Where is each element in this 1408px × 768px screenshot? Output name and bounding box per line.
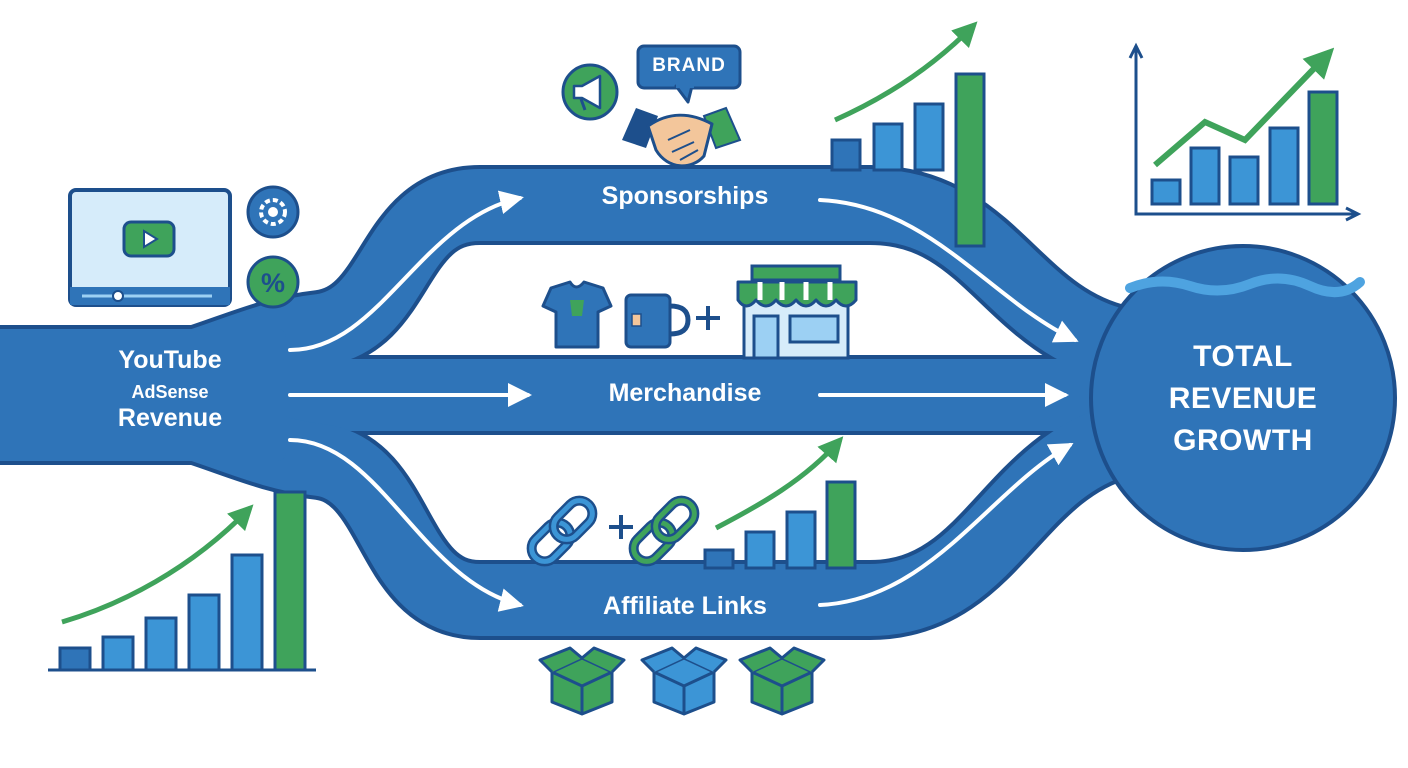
plus-icon <box>609 515 633 539</box>
video-player-icon <box>68 188 232 307</box>
gear-icon <box>246 185 300 239</box>
plus-icon <box>696 306 720 330</box>
brand-bubble-text: BRAND <box>652 55 726 76</box>
source-label-revenue: Revenue <box>117 404 223 432</box>
bottom-left-growth-bars <box>48 490 316 672</box>
total-revenue-pool <box>1089 244 1397 552</box>
total-label-line2: REVENUE <box>1168 382 1318 415</box>
storefront-icon <box>736 264 858 360</box>
source-label-youtube: YouTube <box>118 346 222 374</box>
chain-link-icon <box>526 495 598 567</box>
handshake-icon <box>622 106 742 168</box>
top-right-growth-chart <box>1128 42 1362 222</box>
stream-label-merchandise: Merchandise <box>608 379 762 407</box>
total-label-line3: GROWTH <box>1173 424 1313 457</box>
box-icon <box>640 646 728 716</box>
percent-icon: % <box>246 255 300 309</box>
stream-label-affiliate-links: Affiliate Links <box>603 592 767 620</box>
tshirt-icon <box>541 280 613 349</box>
flow-arrows <box>288 190 1079 612</box>
stream-label-sponsorships: Sponsorships <box>601 182 769 210</box>
affiliate-growth-bars <box>703 436 857 570</box>
mug-icon <box>624 293 691 349</box>
box-icon <box>538 646 626 716</box>
brand-speech-bubble <box>636 44 742 104</box>
box-icon <box>738 646 826 716</box>
play-icon <box>122 220 176 258</box>
total-label-line1: TOTAL <box>1193 340 1293 373</box>
source-label-adsense: AdSense <box>131 382 209 402</box>
megaphone-icon <box>561 63 619 121</box>
chain-link-icon <box>628 495 700 567</box>
svg-text:%: % <box>261 268 285 298</box>
sponsorship-growth-bars <box>830 21 986 248</box>
